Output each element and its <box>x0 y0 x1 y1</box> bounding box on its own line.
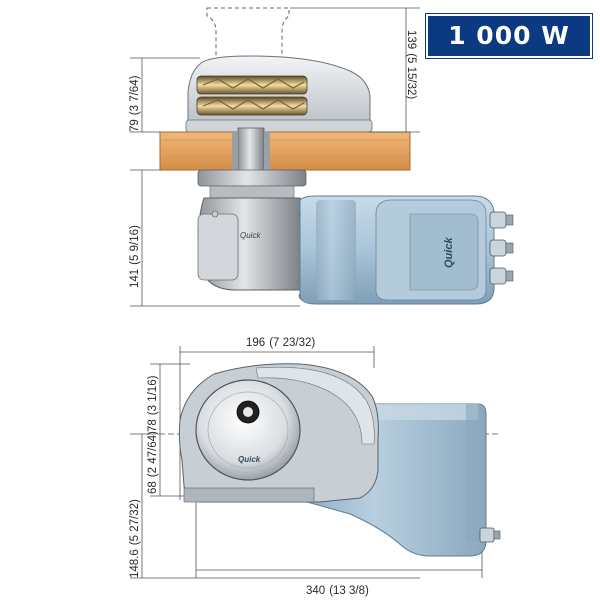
under-deck-flange <box>197 169 307 187</box>
motor-logo: Quick <box>443 237 455 268</box>
gypsy-upper <box>196 75 308 95</box>
dim-340-label: 340(13 3/8) <box>306 585 369 597</box>
power-badge: 1 000 W <box>426 14 592 58</box>
plan-chain-drum <box>195 379 301 481</box>
top-dimension-lines <box>130 7 420 307</box>
cable-glands <box>489 211 514 285</box>
dim-79-label: 79(3 7/64) <box>129 75 141 132</box>
dim-68-label: 68(2 47/64) <box>147 431 159 494</box>
dashed-drum-outline <box>206 7 290 59</box>
plan-cable-gland <box>479 527 495 543</box>
dim-148-label: 148.6(5 27/32) <box>129 499 141 578</box>
dim-196-label: 196(7 23/32) <box>246 337 315 349</box>
side-elevation-view: Quick Quick <box>129 7 514 307</box>
plan-view: 196(7 23/32) 78(3 1/16) 68(2 47/64) 148.… <box>129 337 501 597</box>
dim-139-label: 139(5 15/32) <box>405 30 417 99</box>
gypsy-lower <box>196 96 308 116</box>
plan-drum-logo: Quick <box>238 455 261 464</box>
through-deck-shaft <box>237 127 265 177</box>
dim-78-label: 78(3 1/16) <box>147 375 159 432</box>
deck-flange <box>185 119 373 133</box>
dim-141-label: 141(5 9/16) <box>129 225 141 288</box>
gearbox-logo: Quick <box>240 231 261 240</box>
